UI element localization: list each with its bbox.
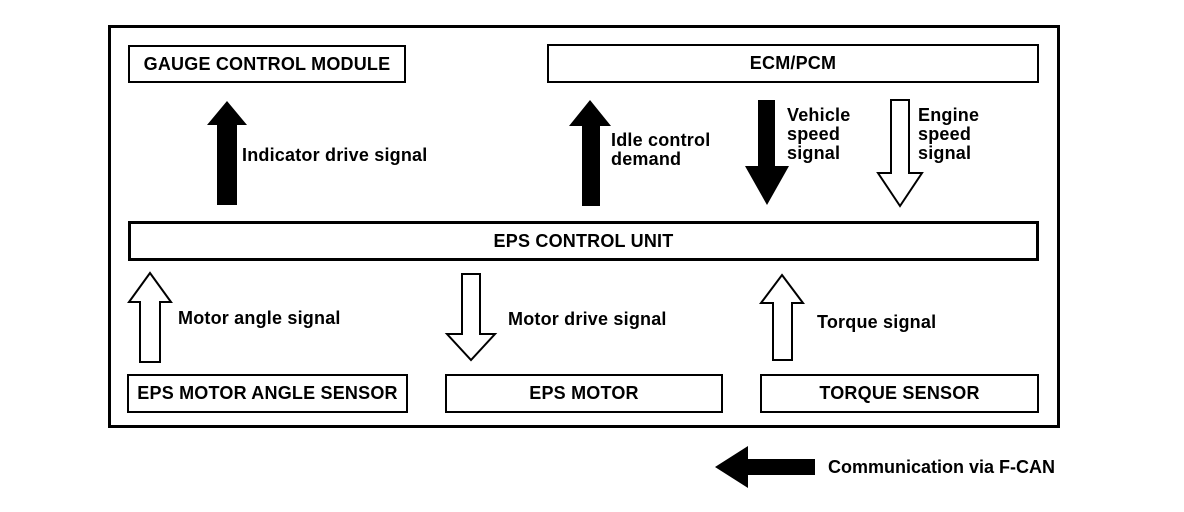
f-can-arrow-left-icon [715,446,815,488]
motor-angle-arrow-up-icon [127,271,173,363]
engine-speed-arrow-down-icon [876,99,924,208]
eps-control-unit-label: EPS CONTROL UNIT [493,230,674,251]
engine-speed-signal-label: Engine speed signal [918,105,980,163]
communication-f-can-label: Communication via F-CAN [828,457,1056,477]
ecm-pcm-label: ECM/PCM [749,53,837,73]
torque-arrow-up-icon [759,273,805,361]
torque-sensor-box: TORQUE SENSOR [760,374,1039,413]
eps-motor-label: EPS MOTOR [529,383,639,403]
eps-motor-box: EPS MOTOR [445,374,723,413]
motor-angle-signal-label: Motor angle signal [178,308,341,328]
indicator-drive-arrow-up-icon [207,101,247,205]
vehicle-speed-signal-label: Vehicle speed signal [787,105,851,163]
vehicle-speed-arrow-down-icon [745,100,789,205]
torque-sensor-label: TORQUE SENSOR [819,383,980,403]
ecm-pcm-box: ECM/PCM [547,44,1039,83]
motor-drive-signal-label: Motor drive signal [508,309,667,329]
indicator-drive-signal-label: Indicator drive signal [242,145,428,165]
torque-signal-label: Torque signal [817,312,937,332]
eps-motor-angle-sensor-box: EPS MOTOR ANGLE SENSOR [127,374,408,413]
eps-control-unit-box: EPS CONTROL UNIT [128,221,1039,261]
gauge-control-module-box: GAUGE CONTROL MODULE [128,45,406,83]
idle-control-demand-label: Idle control demand [611,130,711,169]
gauge-control-module-label: GAUGE CONTROL MODULE [143,53,391,74]
idle-control-arrow-up-icon [569,100,611,206]
eps-motor-angle-sensor-label: EPS MOTOR ANGLE SENSOR [137,383,398,403]
motor-drive-arrow-down-icon [444,273,498,362]
